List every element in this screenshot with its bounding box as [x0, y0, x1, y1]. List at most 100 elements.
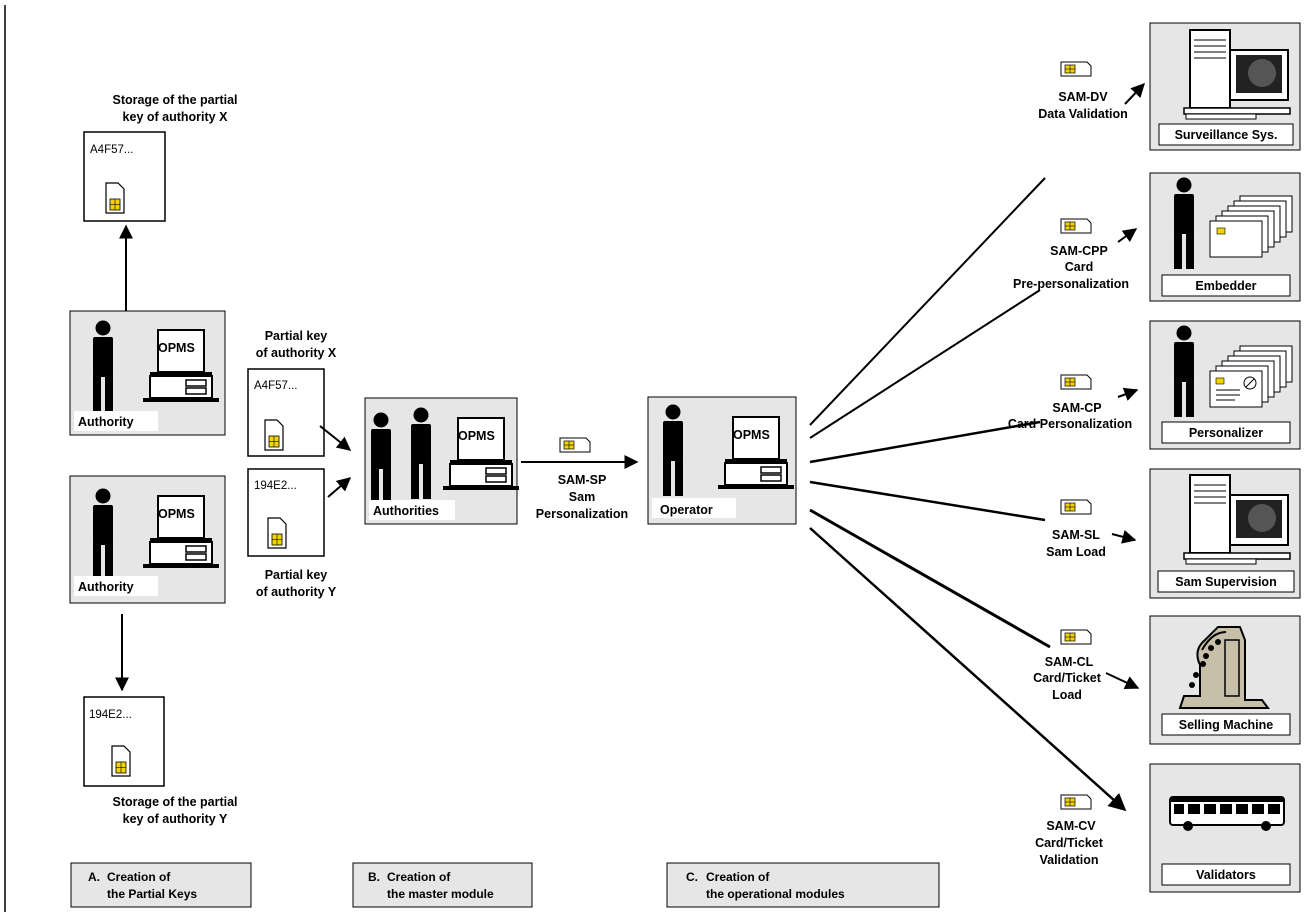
svg-text:Card/Ticket: Card/Ticket	[1035, 836, 1104, 850]
sam-cpp-label: SAM-CPP Card Pre-personalization	[1013, 218, 1129, 291]
authorities-label: Authorities	[373, 504, 439, 518]
sam-card-icon	[1060, 218, 1092, 234]
svg-text:SAM-CL: SAM-CL	[1045, 655, 1094, 669]
bus-icon	[1169, 796, 1285, 831]
svg-text:SAM-SL: SAM-SL	[1052, 528, 1100, 542]
surveillance-label: Surveillance Sys.	[1175, 128, 1278, 142]
svg-text:Card: Card	[1065, 260, 1093, 274]
sam-sp-line2: Sam	[569, 490, 595, 504]
distribution-lines	[809, 177, 1127, 812]
svg-text:Card Personalization: Card Personalization	[1008, 417, 1132, 431]
target-selling-machine: Selling Machine	[1149, 615, 1301, 745]
sam-sl-label: SAM-SL Sam Load	[1046, 499, 1106, 559]
partial-key-card-y: 194E2...	[247, 468, 325, 557]
svg-text:B.: B.	[368, 870, 380, 884]
svg-text:SAM-CP: SAM-CP	[1052, 401, 1101, 415]
key-y-code-stored: 194E2...	[89, 709, 132, 721]
svg-text:Data Validation: Data Validation	[1038, 107, 1128, 121]
svg-text:SAM-CPP: SAM-CPP	[1050, 244, 1108, 258]
sam-cp-label: SAM-CP Card Personalization	[1008, 374, 1132, 431]
svg-text:Card/Ticket: Card/Ticket	[1033, 671, 1102, 685]
stage-a: A. Creation of the Partial Keys	[70, 862, 252, 908]
svg-text:Sam Load: Sam Load	[1046, 545, 1106, 559]
partial-key-x-line1: Partial key	[265, 329, 328, 343]
validators-label: Validators	[1196, 868, 1256, 882]
selling-machine-label: Selling Machine	[1179, 718, 1274, 732]
storage-x-line1: Storage of the partial	[112, 93, 237, 107]
storage-y-line2: key of authority Y	[123, 812, 228, 826]
authority-x-box: OPMS Authority	[69, 310, 226, 436]
partial-key-y-line1: Partial key	[265, 568, 328, 582]
arrow-to-selling-machine	[1105, 672, 1140, 689]
id-card-stack-icon	[1209, 345, 1293, 408]
card-stack-icon	[1209, 195, 1293, 258]
key-x-code: A4F57...	[254, 380, 297, 392]
svg-text:Creation of: Creation of	[387, 870, 451, 884]
opms-label: OPMS	[458, 429, 495, 443]
opms-label: OPMS	[733, 428, 770, 442]
arrow-to-embedder	[1117, 228, 1138, 243]
sim-card-icon	[111, 745, 131, 777]
sam-sp-line3: Personalization	[536, 507, 628, 521]
key-x-code-stored: A4F57...	[90, 144, 133, 156]
storage-x-line2: key of authority X	[123, 110, 229, 124]
personalizer-label: Personalizer	[1189, 426, 1263, 440]
authorities-box: OPMS Authorities	[364, 397, 520, 525]
opms-label: OPMS	[158, 507, 195, 521]
target-surveillance: Surveillance Sys.	[1149, 22, 1301, 151]
target-personalizer: Personalizer	[1149, 320, 1301, 450]
sam-card-icon	[1060, 794, 1092, 810]
authority-y-label: Authority	[78, 580, 134, 594]
svg-text:Creation of: Creation of	[706, 870, 770, 884]
target-validators: Validators	[1149, 763, 1301, 893]
operator-label: Operator	[660, 503, 713, 517]
svg-text:Pre-personalization: Pre-personalization	[1013, 277, 1129, 291]
partial-key-y-line2: of authority Y	[256, 585, 337, 599]
sam-card-icon	[1060, 629, 1092, 645]
sam-sp-card-icon	[559, 437, 591, 453]
svg-text:A.: A.	[88, 870, 100, 884]
sim-card-icon	[105, 182, 125, 214]
opms-label: OPMS	[158, 341, 195, 355]
sim-card-icon	[267, 517, 287, 549]
svg-text:the Partial Keys: the Partial Keys	[107, 887, 197, 901]
target-embedder: Embedder	[1149, 172, 1301, 302]
arrow-to-sam-supervision	[1111, 530, 1137, 544]
svg-text:the operational modules: the operational modules	[706, 887, 845, 901]
svg-text:C.: C.	[686, 870, 698, 884]
sam-supervision-label: Sam Supervision	[1175, 575, 1276, 589]
sam-sp-line1: SAM-SP	[558, 473, 607, 487]
target-sam-supervision: Sam Supervision	[1149, 468, 1301, 599]
embedder-label: Embedder	[1195, 279, 1256, 293]
svg-text:Validation: Validation	[1039, 853, 1098, 867]
svg-text:SAM-DV: SAM-DV	[1058, 90, 1108, 104]
authority-x-label: Authority	[78, 415, 134, 429]
sam-card-icon	[1060, 499, 1092, 515]
sam-card-icon	[1060, 61, 1092, 77]
sam-cl-label: SAM-CL Card/Ticket Load	[1033, 629, 1102, 702]
sim-card-icon	[264, 419, 284, 451]
stored-key-card-y: 194E2...	[83, 696, 165, 787]
key-y-code: 194E2...	[254, 480, 297, 492]
stored-key-card-x: A4F57...	[83, 131, 166, 222]
operator-box: OPMS Operator	[647, 396, 797, 525]
stage-b: B. Creation of the master module	[352, 862, 533, 908]
svg-text:Creation of: Creation of	[107, 870, 171, 884]
svg-text:Load: Load	[1052, 688, 1082, 702]
arrow-key-x-to-master	[319, 425, 352, 451]
sam-cv-label: SAM-CV Card/Ticket Validation	[1035, 794, 1104, 867]
svg-text:the master module: the master module	[387, 887, 494, 901]
partial-key-card-x: A4F57...	[247, 368, 325, 457]
svg-text:SAM-CV: SAM-CV	[1046, 819, 1096, 833]
stage-c: C. Creation of the operational modules	[666, 862, 940, 908]
arrow-to-personalizer	[1117, 387, 1139, 401]
arrow-key-y-to-master	[327, 477, 352, 498]
sam-card-icon	[1060, 374, 1092, 390]
sam-dv-label: SAM-DV Data Validation	[1038, 61, 1128, 121]
storage-y-line1: Storage of the partial	[112, 795, 237, 809]
authority-y-box: OPMS Authority	[69, 475, 226, 604]
arrow-to-surveillance	[1124, 82, 1145, 105]
partial-key-x-line2: of authority X	[256, 346, 337, 360]
cash-register-icon	[1178, 626, 1270, 709]
